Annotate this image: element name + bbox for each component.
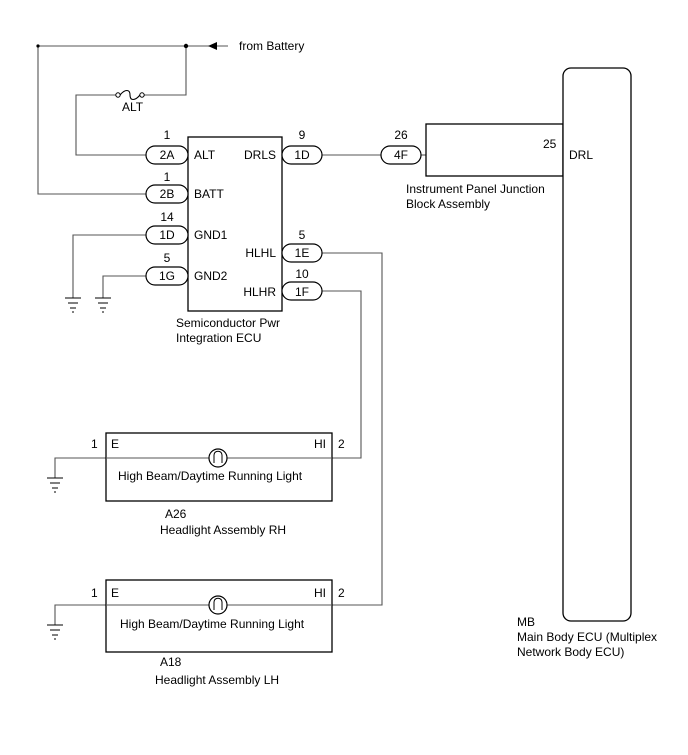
spi-pin-drls: DRLS <box>244 148 276 162</box>
main-body-ecu-pin-label: DRL <box>569 148 593 162</box>
fuse-label: ALT <box>122 100 144 114</box>
connector-id: 1D <box>294 148 310 162</box>
headlight-rh-name: Headlight Assembly RH <box>160 523 286 537</box>
main-body-ecu-code: MB <box>517 615 535 629</box>
headlight-lh-inner-label: High Beam/Daytime Running Light <box>120 617 305 631</box>
connector-id: 2B <box>160 187 175 201</box>
headlight-lh-box <box>105 579 333 653</box>
junction-block-name-line1: Instrument Panel Junction <box>406 182 545 196</box>
splice-dot-icon <box>183 43 189 49</box>
spi-pin-alt: ALT <box>194 148 216 162</box>
connector-pin-number: 9 <box>299 128 306 142</box>
headlight-lh-left-label: E <box>111 586 119 600</box>
from-battery-label: from Battery <box>239 39 304 53</box>
headlight-rh-left-pin: 1 <box>91 437 98 451</box>
ground-icon <box>47 624 63 640</box>
battery-arrow-icon <box>208 42 217 50</box>
spi-ecu-name-line1: Semiconductor Pwr <box>176 316 280 330</box>
connector-pin-number: 1 <box>164 170 171 184</box>
splice-dot-icon <box>36 44 40 48</box>
connector-id: 1G <box>159 269 175 283</box>
ground-icon <box>95 297 111 313</box>
headlight-lh-code: A18 <box>160 655 182 669</box>
connector-2a: 1 2A <box>145 128 189 165</box>
connector-pin-number: 26 <box>394 128 408 142</box>
connector-1f: 10 1F <box>281 267 323 301</box>
main-body-ecu-name-line2: Network Body ECU) <box>517 645 624 659</box>
wire-fuse-to-alt <box>75 94 148 156</box>
headlight-rh-right-label: HI <box>314 437 326 451</box>
bulb-icon <box>208 595 228 615</box>
connector-pin-number: 14 <box>160 210 174 224</box>
spi-ecu-name-line2: Integration ECU <box>176 331 261 345</box>
headlight-rh-inner-label: High Beam/Daytime Running Light <box>118 469 303 483</box>
wires <box>37 45 563 625</box>
wire-battery-to-batt <box>37 45 228 195</box>
headlight-lh-right-pin: 2 <box>338 586 345 600</box>
connector-id: 1D <box>159 228 175 242</box>
connector-pin-number: 5 <box>164 251 171 265</box>
connector-2b: 1 2B <box>145 170 189 204</box>
connector-id: 1F <box>295 285 309 299</box>
junction-block-box <box>425 123 564 177</box>
headlight-lh-right-label: HI <box>314 586 326 600</box>
spi-ecu-box <box>187 136 283 312</box>
junction-block-name-line2: Block Assembly <box>406 197 490 211</box>
connector-1d-gnd1: 14 1D <box>145 210 189 245</box>
wire-gnd2 <box>102 275 148 298</box>
ground-icon <box>47 477 63 493</box>
connector-4f: 26 4F <box>380 128 422 165</box>
headlight-rh-left-label: E <box>111 437 119 451</box>
spi-pin-gnd1: GND1 <box>194 228 228 242</box>
connector-id: 1E <box>295 246 310 260</box>
connector-pin-number: 5 <box>299 228 306 242</box>
headlight-lh-left-pin: 1 <box>91 586 98 600</box>
headlight-lh-name: Headlight Assembly LH <box>155 673 279 687</box>
spi-pin-hlhl: HLHL <box>245 246 276 260</box>
wire-rh-ground <box>54 457 106 478</box>
bulb-icon <box>208 448 228 468</box>
connector-1d-drls: 9 1D <box>281 128 323 165</box>
main-body-ecu-box <box>562 67 632 622</box>
headlight-rh-right-pin: 2 <box>338 437 345 451</box>
spi-pin-batt: BATT <box>194 187 224 201</box>
connector-pin-number: 10 <box>295 267 309 281</box>
wire-lh-ground <box>54 604 106 625</box>
fuse-icon <box>115 89 145 101</box>
main-body-ecu-name-line1: Main Body ECU (Multiplex <box>517 630 657 644</box>
spi-pin-gnd2: GND2 <box>194 269 228 283</box>
ground-icon <box>65 297 81 313</box>
spi-pin-hlhr: HLHR <box>243 285 276 299</box>
wire-hlhr-to-rh <box>322 290 362 459</box>
connector-id: 4F <box>394 148 408 162</box>
headlight-rh-code: A26 <box>165 507 187 521</box>
connector-1g: 5 1G <box>145 251 189 286</box>
wire-battery-to-fuse <box>140 46 187 96</box>
connector-1e: 5 1E <box>281 228 323 263</box>
connector-id: 2A <box>160 148 175 162</box>
wire-hlhl-to-lh <box>322 252 383 606</box>
wire-gnd1 <box>72 234 148 298</box>
connector-pin-number: 1 <box>164 128 171 142</box>
junction-block-pin: 25 <box>543 137 557 151</box>
